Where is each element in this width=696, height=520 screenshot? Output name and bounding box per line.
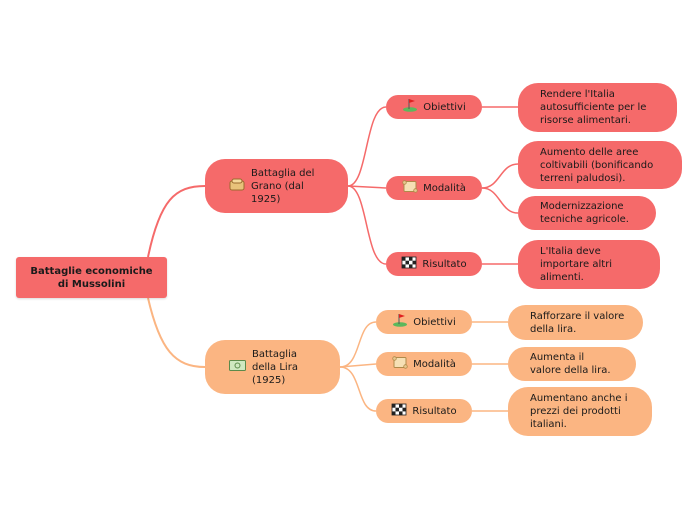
grano-category-modalita[interactable]: Modalità bbox=[386, 176, 482, 200]
grano-obiettivi-leaf[interactable]: Rendere l'Italia autosufficiente per le … bbox=[518, 83, 677, 132]
checkered-flag-icon bbox=[391, 403, 407, 420]
flag-icon bbox=[392, 313, 408, 331]
edge-lira-obiettivi bbox=[339, 321, 377, 368]
lira-risultato-leaf[interactable]: Aumentano anche i prezzi dei prodotti it… bbox=[508, 387, 652, 436]
grano-modalita-leaf-1-text: Aumento delle aree coltivabili (bonifica… bbox=[540, 146, 654, 184]
edge-grano-modalita-leaf-1 bbox=[481, 163, 519, 189]
bread-icon bbox=[229, 178, 245, 195]
edge-root-grano bbox=[147, 185, 206, 258]
grano-obiettivi-leaf-text: Rendere l'Italia autosufficiente per le … bbox=[540, 89, 647, 126]
lira-category-obiettivi-label: Obiettivi bbox=[413, 316, 456, 328]
branch-grano[interactable]: Battaglia del Grano (dal 1925) bbox=[205, 159, 348, 213]
root-title: Battaglie economiche di Mussolini bbox=[30, 265, 153, 290]
grano-risultato-leaf[interactable]: L'Italia deve importare altri alimenti. bbox=[518, 240, 660, 289]
branch-grano-label: Battaglia del Grano (dal 1925) bbox=[251, 167, 315, 205]
grano-modalita-leaf-1[interactable]: Aumento delle aree coltivabili (bonifica… bbox=[518, 141, 682, 189]
banknote-icon bbox=[229, 359, 246, 375]
grano-modalita-leaf-2[interactable]: Modernizzazione tecniche agricole. bbox=[518, 196, 656, 230]
edge-grano-risultato bbox=[347, 185, 387, 265]
edge-grano-modalita bbox=[347, 185, 387, 189]
checkered-flag-icon bbox=[401, 256, 417, 273]
grano-category-risultato[interactable]: Risultato bbox=[386, 252, 482, 276]
lira-obiettivi-leaf-text: Rafforzare il valore della lira. bbox=[530, 310, 625, 335]
grano-category-risultato-label: Risultato bbox=[422, 258, 467, 270]
scroll-icon bbox=[402, 179, 418, 197]
edge-lira-modalita bbox=[339, 363, 377, 368]
flag-icon bbox=[402, 98, 418, 116]
scroll-icon bbox=[392, 355, 408, 373]
grano-category-obiettivi[interactable]: Obiettivi bbox=[386, 95, 482, 119]
edge-grano-obiettivi bbox=[347, 106, 387, 187]
lira-category-modalita[interactable]: Modalità bbox=[376, 352, 472, 376]
lira-category-risultato-label: Risultato bbox=[412, 405, 457, 417]
lira-category-obiettivi[interactable]: Obiettivi bbox=[376, 310, 472, 334]
grano-category-modalita-label: Modalità bbox=[423, 182, 466, 194]
lira-category-risultato[interactable]: Risultato bbox=[376, 399, 472, 423]
grano-modalita-leaf-2-text: Modernizzazione tecniche agricole. bbox=[540, 201, 629, 225]
lira-category-modalita-label: Modalità bbox=[413, 358, 456, 370]
edge-root-lira bbox=[147, 297, 206, 368]
lira-modalita-leaf-text: Aumenta il valore della lira. bbox=[530, 352, 611, 376]
lira-obiettivi-leaf[interactable]: Rafforzare il valore della lira. bbox=[508, 305, 643, 340]
branch-lira-label: Battaglia della Lira (1925) bbox=[252, 348, 298, 386]
grano-risultato-leaf-text: L'Italia deve importare altri alimenti. bbox=[540, 246, 613, 283]
root-node[interactable]: Battaglie economiche di Mussolini bbox=[16, 257, 167, 298]
lira-risultato-leaf-text: Aumentano anche i prezzi dei prodotti it… bbox=[530, 393, 628, 430]
lira-modalita-leaf[interactable]: Aumenta il valore della lira. bbox=[508, 347, 636, 381]
grano-category-obiettivi-label: Obiettivi bbox=[423, 101, 466, 113]
edge-grano-modalita-leaf-2 bbox=[481, 187, 519, 214]
edge-lira-risultato bbox=[339, 366, 377, 412]
branch-lira[interactable]: Battaglia della Lira (1925) bbox=[205, 340, 340, 394]
